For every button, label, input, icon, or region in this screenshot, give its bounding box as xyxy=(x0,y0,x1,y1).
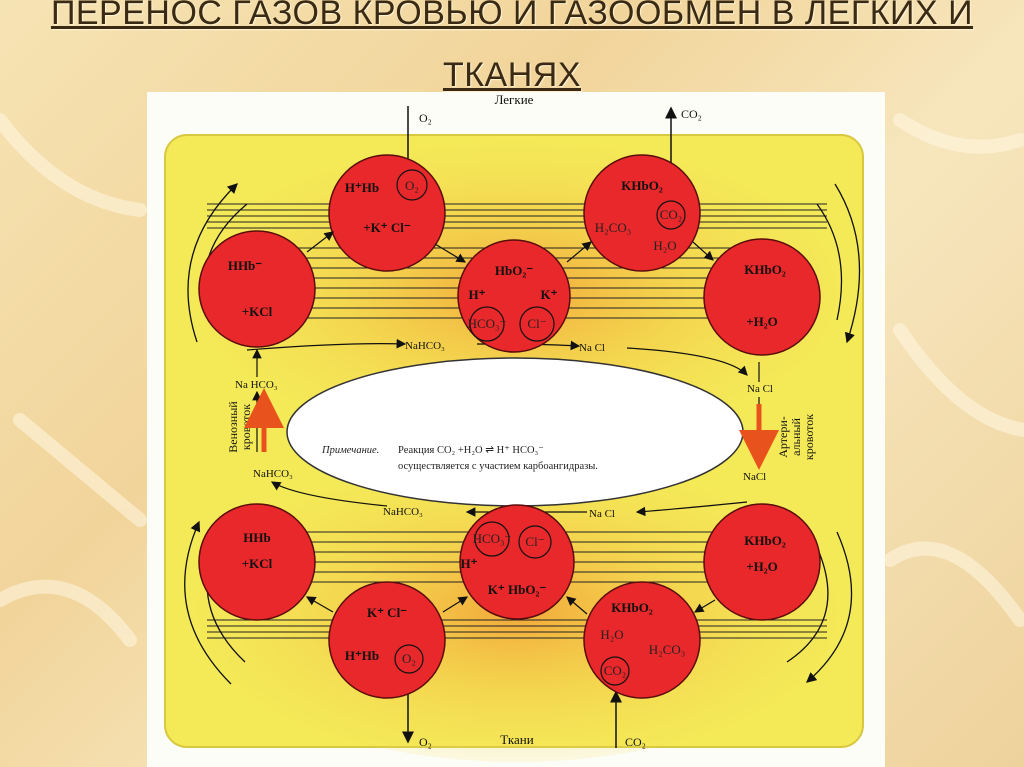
slide-title-line-1: ПЕРЕНОС ГАЗОВ КРОВЬЮ И ГАЗООБМЕН В ЛЕГКИ… xyxy=(50,0,974,32)
svg-text:K⁺ HbO₂⁻: K⁺ HbO₂⁻ xyxy=(488,582,547,597)
svg-text:H₂CO₃: H₂CO₃ xyxy=(595,220,632,235)
svg-text:H₂O: H₂O xyxy=(600,627,623,642)
svg-text:HCO₃⁻: HCO₃⁻ xyxy=(473,531,512,546)
svg-text:KHbO₂: KHbO₂ xyxy=(611,600,653,615)
right-curve-arrow-bottom xyxy=(806,531,853,683)
svg-text:H⁺Hb: H⁺Hb xyxy=(345,648,379,663)
note-text-2: осуществляется с участием карбоангидразы… xyxy=(398,461,598,472)
nahco3-left-upper: Na HCO₃ xyxy=(235,379,278,391)
svg-text:H₂O: H₂O xyxy=(653,238,676,253)
cell-lung-left: HHb⁻ +KCl xyxy=(198,230,316,348)
cell-tissue-bottom-left: O₂ K⁺ Cl⁻ H⁺Hb xyxy=(328,581,446,699)
cell-tissue-bottom-right: CO₂ KHbO₂ H₂O H₂CO₃ xyxy=(583,581,701,699)
right-curve-arrow-top xyxy=(834,183,861,344)
cell-lung-top-left: O₂ H⁺Hb +K⁺ Cl⁻ xyxy=(328,154,446,272)
cell-lung-top-right: CO₂ KHbO₂ H₂CO₃ H₂O xyxy=(583,154,701,272)
o2-in-label: O₂ xyxy=(419,111,432,125)
cell-lung-center: HbO₂⁻ H⁺ K⁺ HCO₃⁻ Cl⁻ xyxy=(457,239,571,353)
svg-text:CO₂: CO₂ xyxy=(660,207,683,222)
svg-text:+K⁺ Cl⁻: +K⁺ Cl⁻ xyxy=(363,220,411,235)
nacl-bottom: Na Cl xyxy=(589,508,615,520)
svg-text:H⁺Hb: H⁺Hb xyxy=(345,180,379,195)
note-title: Примечание. xyxy=(321,445,379,456)
svg-text:H⁺: H⁺ xyxy=(469,287,486,302)
svg-text:O₂: O₂ xyxy=(402,651,416,666)
tissues-label: Ткани xyxy=(500,732,533,747)
svg-text:KHbO₂: KHbO₂ xyxy=(744,533,786,548)
venous-label-1: Венозный xyxy=(226,401,240,453)
svg-text:K⁺ Cl⁻: K⁺ Cl⁻ xyxy=(367,605,407,620)
cell-lung-right: KHbO₂ +H₂O xyxy=(703,238,821,356)
nahco3-bottom: NaHCO₃ xyxy=(383,506,423,518)
svg-text:H⁺: H⁺ xyxy=(461,556,478,571)
svg-text:Cl⁻: Cl⁻ xyxy=(527,316,546,331)
nacl-top: Na Cl xyxy=(579,342,605,354)
svg-text:KHbO₂: KHbO₂ xyxy=(621,178,663,193)
svg-text:HCO₃⁻: HCO₃⁻ xyxy=(468,316,507,331)
svg-text:Cl⁻: Cl⁻ xyxy=(525,534,544,549)
svg-text:HbO₂⁻: HbO₂⁻ xyxy=(495,263,533,278)
nahco3-top: NaHCO₃ xyxy=(405,340,445,352)
cell-tissue-center: HCO₃⁻ Cl⁻ H⁺ K⁺ HbO₂⁻ xyxy=(459,504,575,620)
svg-text:+H₂O: +H₂O xyxy=(746,314,778,329)
co2-out-label: CO₂ xyxy=(681,107,702,121)
svg-text:CO₂: CO₂ xyxy=(604,663,627,678)
left-curve-arrow-top xyxy=(187,183,238,343)
nacl-right-upper: Na Cl xyxy=(747,383,773,395)
svg-text:+H₂O: +H₂O xyxy=(746,559,778,574)
note-ellipse xyxy=(286,357,744,507)
lungs-label: Легкие xyxy=(495,92,534,107)
nacl-right-lower: NaCl xyxy=(743,471,766,483)
venous-label-2: кровоток xyxy=(239,404,253,450)
o2-out-label: O₂ xyxy=(419,735,432,749)
svg-text:HHb: HHb xyxy=(243,530,270,545)
svg-text:HHb⁻: HHb⁻ xyxy=(228,258,262,273)
arterial-label-2: альный xyxy=(789,418,803,456)
svg-text:+KCl: +KCl xyxy=(242,556,273,571)
svg-text:K⁺: K⁺ xyxy=(541,287,558,302)
svg-text:+KCl: +KCl xyxy=(242,304,273,319)
arterial-label-1: Артери- xyxy=(776,416,790,458)
co2-in-label: CO₂ xyxy=(625,735,646,749)
cell-tissue-right: KHbO₂ +H₂O xyxy=(703,503,821,621)
svg-text:O₂: O₂ xyxy=(405,178,419,193)
diagram-panel: Примечание. Реакция CO₂ +H₂O ⇌ H⁺ HCO₃⁻ … xyxy=(147,92,885,767)
slide-title-line-2: ТКАНЯХ xyxy=(442,56,582,94)
note-text-1: Реакция CO₂ +H₂O ⇌ H⁺ HCO₃⁻ xyxy=(398,445,544,456)
svg-text:H₂CO₃: H₂CO₃ xyxy=(649,642,686,657)
svg-text:KHbO₂: KHbO₂ xyxy=(744,262,786,277)
gas-exchange-diagram: Примечание. Реакция CO₂ +H₂O ⇌ H⁺ HCO₃⁻ … xyxy=(164,92,864,762)
left-curve-arrow-bottom xyxy=(184,520,232,685)
cell-tissue-left: HHb +KCl xyxy=(198,503,316,621)
arterial-label-3: кровоток xyxy=(802,414,816,460)
nahco3-left-lower: NaHCO₃ xyxy=(253,468,293,480)
